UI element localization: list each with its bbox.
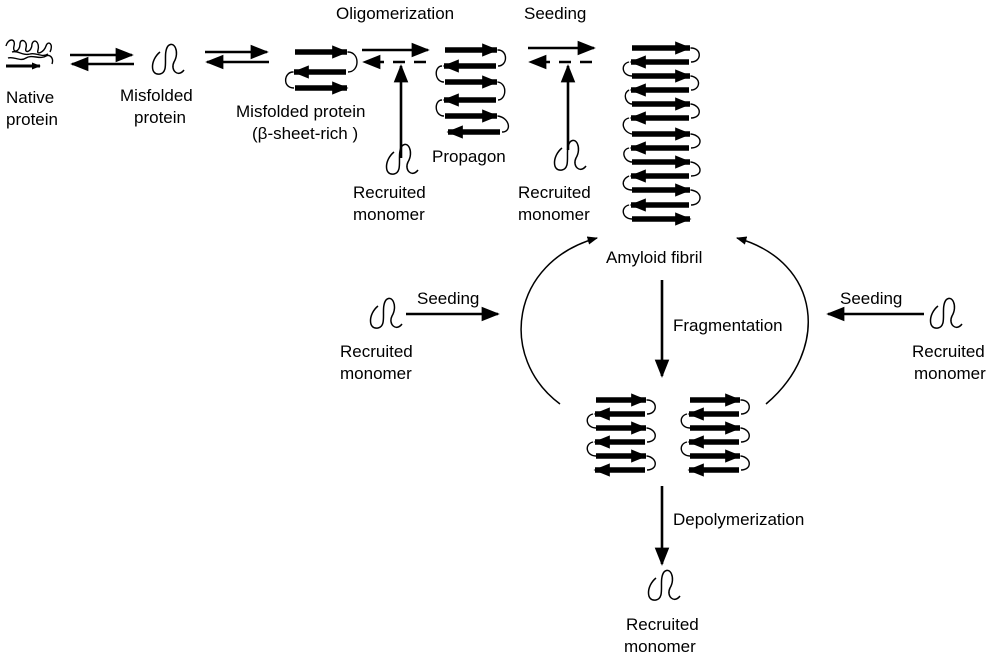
- beta-sheet-icon: [284, 45, 358, 95]
- seeding-top-arrows: [528, 40, 596, 150]
- propagon-icon: [435, 43, 509, 139]
- oligomerization-arrows: [362, 42, 430, 158]
- propagon-label: Propagon: [432, 147, 506, 166]
- fragmentation-label: Fragmentation: [673, 316, 783, 335]
- equilibrium-arrows-2: [205, 44, 269, 70]
- oligomerization-label: Oligomerization: [336, 4, 454, 23]
- recruited-monomer-left-icon: [369, 297, 403, 329]
- native-protein-icon: [5, 39, 54, 70]
- recruited-monomer-bottom-icon: [647, 569, 681, 601]
- seeding-right-label: Seeding: [840, 289, 902, 308]
- amyloid-fibril-label: Amyloid fibril: [606, 248, 702, 267]
- amyloid-fibril-icon: [622, 41, 701, 226]
- recruited-monomer-1-icon: [385, 143, 419, 175]
- seeding-top-label: Seeding: [524, 4, 586, 23]
- recruited-monomer-right-icon: [929, 297, 963, 329]
- misfolded-protein-icon: [151, 43, 185, 75]
- recruited-monomer-2-icon: [553, 139, 587, 171]
- fibril-fragment-right-icon: [680, 393, 750, 477]
- fibril-fragment-left-icon: [586, 393, 656, 477]
- seeding-left-label: Seeding: [417, 289, 479, 308]
- misfolded-beta-label: Misfolded protein(β-sheet-rich ): [236, 102, 365, 143]
- depolymerization-label: Depolymerization: [673, 510, 804, 529]
- cycle-arcs: [520, 236, 809, 405]
- equilibrium-arrows-1: [70, 47, 134, 72]
